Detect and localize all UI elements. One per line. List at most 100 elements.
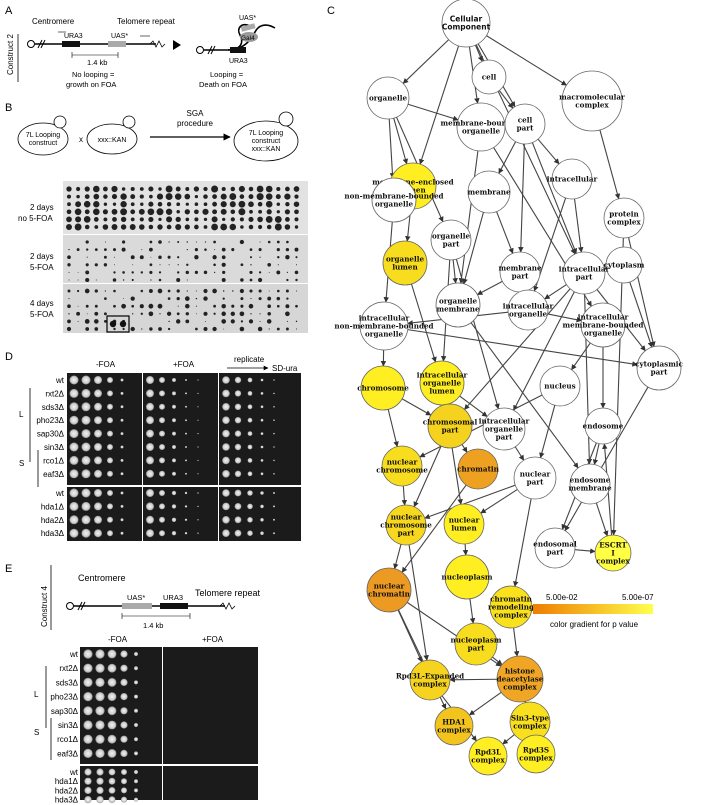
colony-dot xyxy=(175,224,181,230)
spot-colony xyxy=(70,389,79,398)
colony-dot xyxy=(148,217,153,222)
colony-dot xyxy=(84,216,91,223)
colony-dot xyxy=(231,305,234,308)
spot-colony xyxy=(260,518,264,522)
spot-colony xyxy=(273,379,275,381)
spot-colony xyxy=(146,489,154,497)
spot-colony xyxy=(121,532,124,535)
colony-dot xyxy=(277,290,280,293)
spot-colony xyxy=(146,416,154,424)
colony-dot xyxy=(67,320,71,324)
colony-dot xyxy=(120,193,126,199)
spot-colony xyxy=(159,431,165,437)
node-label: chromosome xyxy=(357,384,409,393)
colony-dot xyxy=(295,225,298,228)
colony-dot xyxy=(259,297,262,300)
colony-dot xyxy=(159,313,160,314)
ura3-box xyxy=(62,41,80,47)
spot-colony xyxy=(109,796,116,803)
colony-dot xyxy=(93,186,100,193)
colony-dot xyxy=(130,224,136,230)
colony-dot xyxy=(277,256,279,258)
ura3-label: URA3 xyxy=(64,33,83,40)
colony-dot xyxy=(131,305,134,308)
strain-label: hda3Δ xyxy=(41,529,65,538)
colony-dot xyxy=(186,264,188,266)
colony-dot xyxy=(267,312,271,316)
spot-colony xyxy=(134,709,138,713)
spot-colony xyxy=(197,533,198,534)
colony-dot xyxy=(132,271,134,273)
spot-colony xyxy=(159,471,165,477)
colony-dot xyxy=(113,248,116,251)
spot-colony xyxy=(235,471,241,477)
colony-dot xyxy=(122,187,125,190)
spot-colony xyxy=(185,433,187,435)
colony-dot xyxy=(267,263,271,267)
spot-colony xyxy=(185,446,187,448)
edge-cellpart-mempart xyxy=(521,144,525,252)
colony-dot xyxy=(176,217,181,222)
spot-colony xyxy=(70,469,79,478)
spot-colony xyxy=(121,769,127,775)
spot-colony xyxy=(261,419,264,422)
spot-colony xyxy=(197,420,198,421)
panel-d: D -FOA +FOA replicate SD-ura wtrxt2Δsds3… xyxy=(5,351,301,541)
panel-e-letter: E xyxy=(5,563,12,575)
colony-dot xyxy=(149,327,152,330)
e-group-l: L xyxy=(34,690,39,699)
colony-dot xyxy=(212,209,217,214)
colony-dot xyxy=(240,305,243,308)
spot-colony xyxy=(172,432,176,436)
colony-dot xyxy=(214,272,215,273)
edge-nucpart-nuclumen xyxy=(481,489,518,513)
colony-dot xyxy=(294,186,300,192)
colony-dot xyxy=(195,328,198,331)
colony-dot xyxy=(259,248,262,251)
colony-dot xyxy=(277,248,280,251)
edge-macro-protcomplex xyxy=(600,130,619,199)
spot-colony xyxy=(83,692,92,701)
colony-dot xyxy=(112,194,117,199)
colony-dot xyxy=(140,217,144,221)
colony-dot xyxy=(104,248,107,251)
colony-dot xyxy=(266,201,273,208)
colony-dot xyxy=(131,327,135,331)
spot-colony xyxy=(146,430,154,438)
spot-colony xyxy=(96,768,103,775)
colony-dot xyxy=(285,304,289,308)
colony-dot xyxy=(177,271,179,273)
colony-dot xyxy=(158,202,163,207)
d-group-s: S xyxy=(19,459,24,468)
spot-colony xyxy=(121,518,124,521)
spot-colony xyxy=(134,770,138,774)
spot-colony xyxy=(197,393,198,394)
colony-dot xyxy=(230,224,237,231)
colony-dot xyxy=(131,217,135,221)
spot-colony xyxy=(261,446,264,449)
spot-colony xyxy=(82,502,91,511)
node-chromosome: chromosome xyxy=(357,366,409,410)
colony-dot xyxy=(168,256,171,259)
spot-colony xyxy=(94,443,102,451)
colony-dot xyxy=(86,305,89,308)
colony-dot xyxy=(222,278,226,282)
spot-colony xyxy=(121,379,124,382)
spot-colony xyxy=(121,505,124,508)
spot-colony xyxy=(235,457,241,463)
colony-dot xyxy=(203,312,207,316)
spot-colony xyxy=(197,460,198,461)
spot-colony xyxy=(222,503,230,511)
spot-colony xyxy=(120,707,127,714)
colony-dot xyxy=(121,224,126,229)
spot-colony xyxy=(222,516,230,524)
spot-colony xyxy=(273,519,275,521)
colony-dot xyxy=(212,194,217,199)
colony-dot xyxy=(196,298,197,299)
colony-dot xyxy=(295,271,299,275)
